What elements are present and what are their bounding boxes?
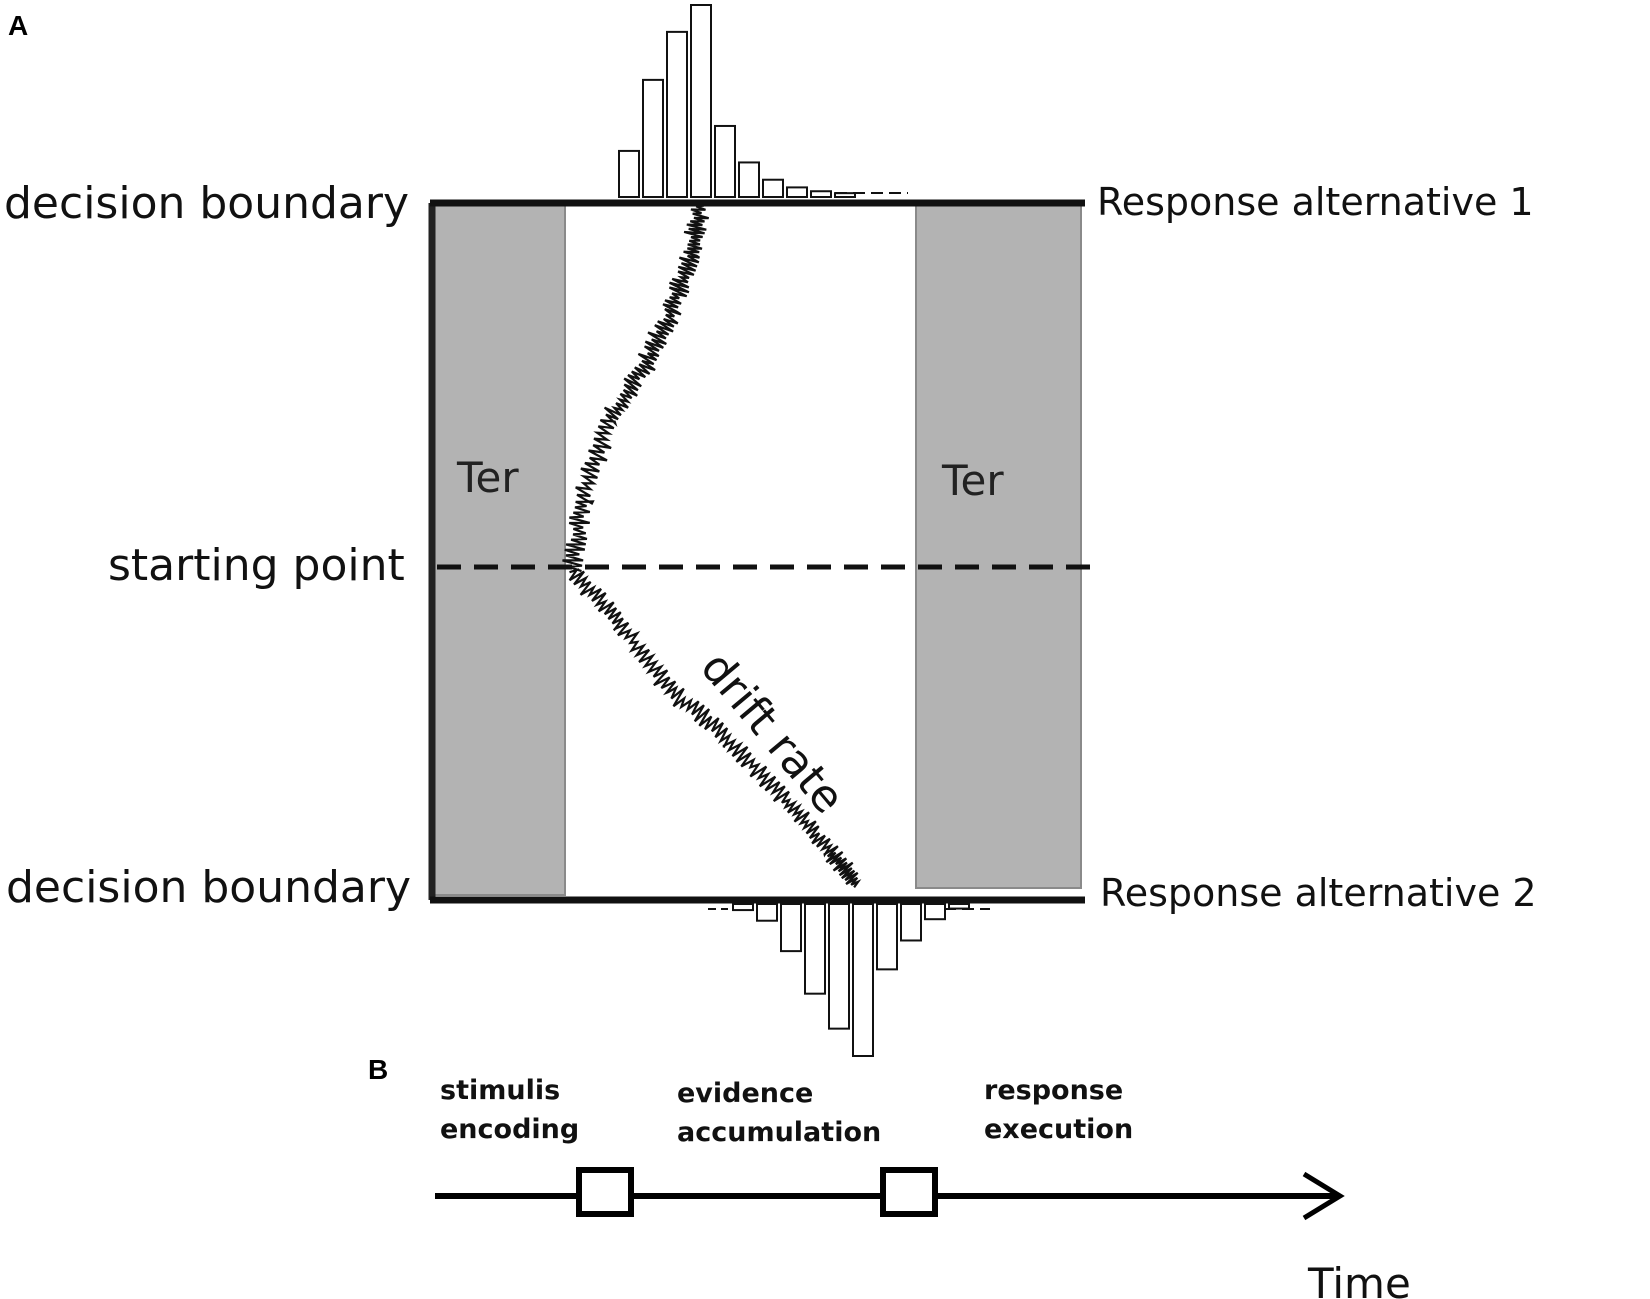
ter-region-left: [431, 204, 566, 896]
ter-left-label: Ter: [456, 453, 519, 502]
response-1-label: Response alternative 1: [1097, 180, 1534, 224]
stage-2-label-line1: evidence: [677, 1078, 813, 1109]
response-2-label: Response alternative 2: [1100, 871, 1537, 915]
upper-hist-bar: [618, 149, 640, 198]
stage-transition-box-2: [880, 1167, 938, 1217]
upper-rt-distribution: [618, 4, 856, 199]
lower-hist-bar: [900, 903, 922, 942]
lower-boundary-label: decision boundary: [6, 862, 411, 913]
stage-2-label-line2: accumulation: [677, 1117, 881, 1148]
upper-hist-bar: [642, 78, 664, 198]
lower-rt-distribution: [732, 903, 970, 1057]
upper-hist-bar: [738, 161, 760, 199]
upper-hist-bar: [666, 30, 688, 198]
drift-rate-label: drift rate: [691, 642, 854, 823]
stage-transition-box-1: [576, 1167, 634, 1217]
lower-hist-bar: [732, 903, 754, 912]
accumulation-path-upper: [562, 204, 709, 573]
stage-3-label-line2: execution: [984, 1114, 1133, 1145]
upper-hist-bar: [690, 4, 712, 198]
upper-boundary-label: decision boundary: [4, 178, 409, 229]
starting-point-label: starting point: [108, 540, 405, 591]
stage-3-label-line1: response: [984, 1075, 1123, 1106]
time-label: Time: [1307, 1259, 1411, 1299]
lower-hist-bar: [828, 903, 850, 1030]
upper-hist-bar: [714, 124, 736, 198]
upper-hist-bar: [762, 178, 784, 199]
ter-region-right: [915, 204, 1082, 889]
panel-label-b: B: [368, 1054, 388, 1085]
ter-right-label: Ter: [941, 456, 1004, 505]
lower-hist-bar: [780, 903, 802, 953]
upper-hist-bar: [786, 186, 808, 198]
lower-hist-bar: [948, 903, 970, 910]
panel-label-a: A: [8, 10, 28, 41]
stage-1-label-line2: encoding: [440, 1114, 579, 1145]
lower-hist-bar: [924, 903, 946, 921]
accumulation-path-lower: [568, 568, 862, 888]
upper-hist-bar: [810, 190, 832, 199]
lower-hist-bar: [756, 903, 778, 922]
stage-1-label-line1: stimulis: [440, 1075, 560, 1106]
time-axis-arrowhead: [1302, 1171, 1345, 1221]
lower-hist-bar: [876, 903, 898, 971]
lower-hist-bar: [852, 903, 874, 1057]
lower-hist-bar: [804, 903, 826, 995]
